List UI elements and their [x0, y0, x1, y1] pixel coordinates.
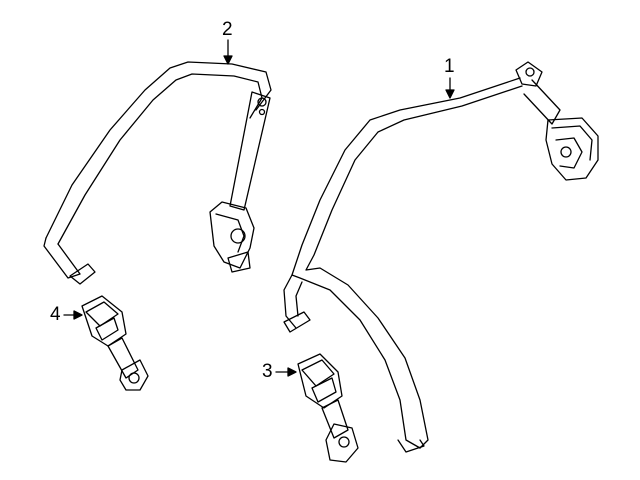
arrowhead-1: [445, 89, 455, 99]
part-2-webbing-outer: [45, 61, 272, 239]
part-2-rear-seat-belt: [43, 61, 272, 285]
part-1-lower-anchor: [397, 439, 425, 453]
part-2-retractor-body: [209, 201, 255, 269]
arrowhead-2: [223, 55, 233, 65]
part-1-front-seat-belt: [283, 61, 599, 453]
part-4-mount-hole: [128, 372, 140, 384]
part-4-buckle-stalk: [107, 337, 139, 379]
part-3-buckle-button: [311, 377, 337, 403]
arrowhead-4: [73, 310, 83, 320]
part-4-buckle: [81, 295, 149, 391]
callout-1: 1: [444, 56, 455, 77]
part-2-retractor-face: [215, 213, 245, 253]
part-4-buckle-button: [95, 317, 119, 341]
part-1-anchor-bolt: [525, 67, 535, 77]
part-3-buckle-housing: [297, 353, 343, 409]
part-1-webbing-loop: [283, 274, 297, 329]
callout-3: 3: [262, 361, 273, 382]
part-3-buckle: [297, 353, 359, 463]
part-1-webbing-inner: [305, 85, 523, 449]
part-2-webbing-inner: [57, 73, 263, 245]
part-2-retractor-spool: [230, 228, 246, 244]
part-1-retractor-body: [545, 117, 599, 181]
part-1-tongue: [283, 311, 311, 333]
leader-lines: [63, 39, 455, 377]
arrowhead-3: [287, 367, 297, 377]
part-3-buckle-stalk: [321, 399, 349, 439]
part-1-retractor-arm: [523, 79, 561, 125]
part-2-webbing-fold: [43, 237, 81, 279]
part-1-retractor-spool: [560, 146, 572, 158]
part-2-retractor-bracket: [227, 251, 251, 273]
part-1-retractor-detail-a: [551, 125, 593, 161]
part-3-buckle-mount: [325, 423, 359, 463]
part-2-tongue: [69, 263, 96, 285]
part-3-mount-hole: [338, 436, 350, 448]
part-4-buckle-mount: [119, 359, 149, 391]
part-4-buckle-face: [85, 301, 119, 327]
part-1-retractor-detail-b: [555, 137, 583, 169]
part-1-webbing-loop-inner: [295, 281, 303, 317]
callout-4: 4: [50, 304, 61, 325]
callout-2: 2: [222, 19, 233, 40]
part-1-upper-anchor: [515, 61, 543, 87]
part-2-rail: [229, 91, 271, 211]
part-3-buckle-face: [301, 359, 335, 387]
part-2-rail-hole-top: [257, 97, 267, 107]
part-2-rail-hole-bottom: [258, 108, 266, 116]
